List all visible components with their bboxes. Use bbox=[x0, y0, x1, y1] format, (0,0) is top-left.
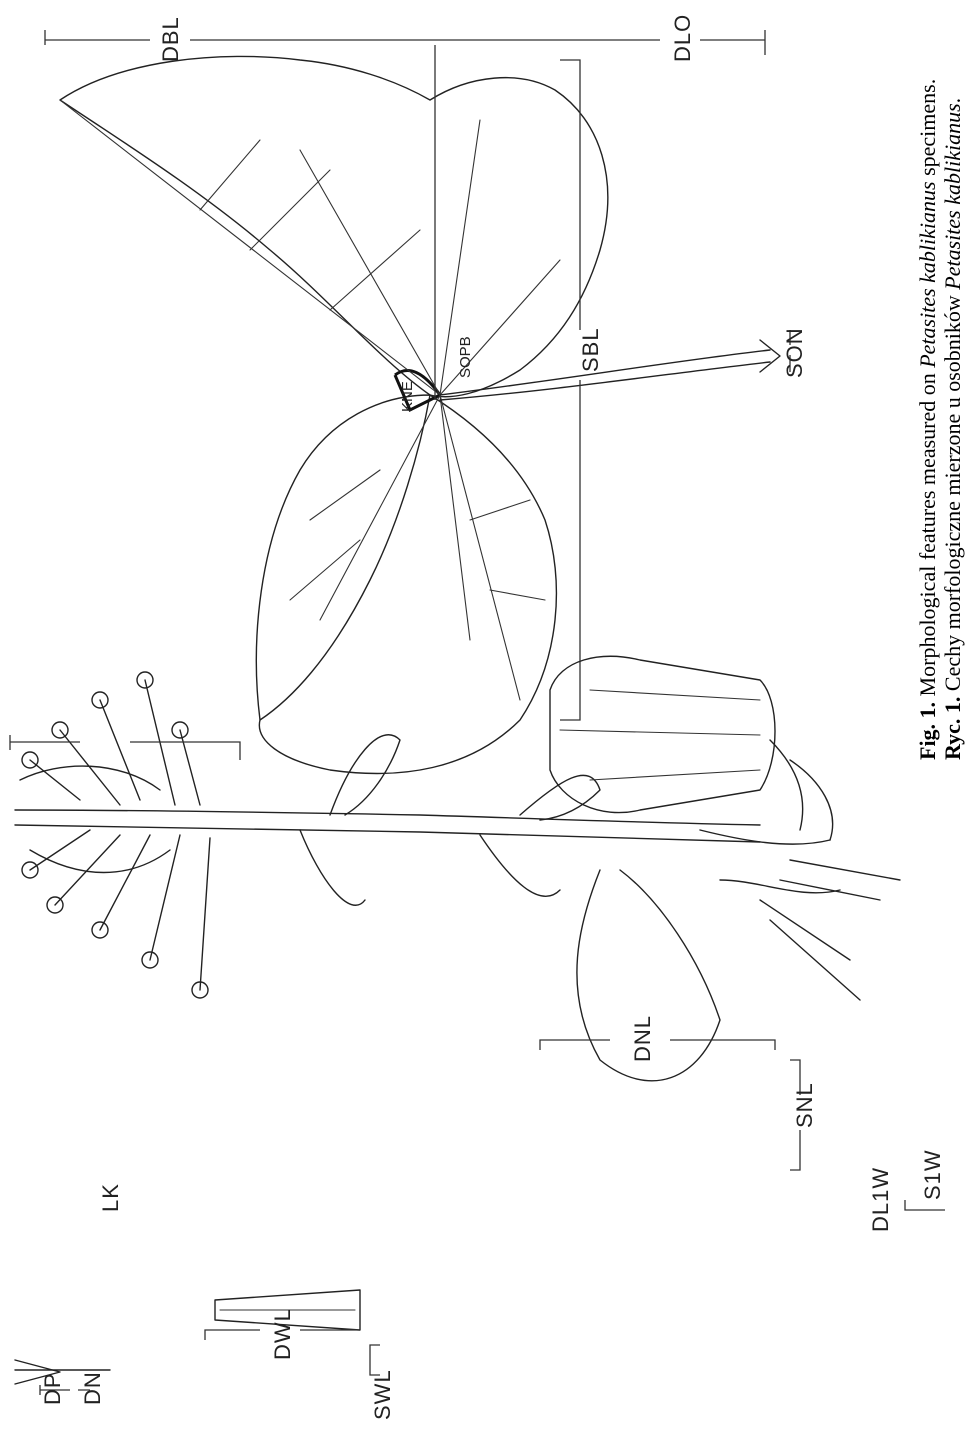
caption-en-species: Petasites kablikianus bbox=[915, 181, 940, 368]
label-dp: DP bbox=[40, 1372, 65, 1405]
caption-en-label: Fig. 1. bbox=[915, 702, 940, 760]
caption-en-text: Morphological features measured on bbox=[915, 368, 940, 702]
label-snl: SNL bbox=[792, 1082, 817, 1128]
label-son: SON bbox=[782, 327, 807, 378]
label-dnl: DNL bbox=[630, 1015, 655, 1062]
label-dwl: DWL bbox=[270, 1308, 295, 1360]
caption-polish: Ryc. 1. Cechy morfologiczne mierzone u o… bbox=[940, 98, 965, 760]
label-dl1w: DL1W bbox=[868, 1167, 893, 1232]
label-sbl: SBL bbox=[578, 327, 603, 372]
label-kne: KNE bbox=[399, 381, 416, 412]
label-dbl: DBL bbox=[158, 16, 183, 62]
plant-drawing bbox=[10, 656, 945, 1395]
label-s1w: S1W bbox=[920, 1149, 945, 1200]
label-swl: SWL bbox=[370, 1369, 395, 1420]
leaf-drawing bbox=[45, 30, 790, 773]
caption-pl-label: Ryc. 1. bbox=[940, 697, 965, 760]
label-dn: DN bbox=[80, 1371, 105, 1405]
caption-en-tail: specimens. bbox=[915, 79, 940, 182]
caption-pl-tail: . bbox=[940, 98, 965, 104]
caption-pl-species: Petasites kablikianus bbox=[940, 103, 965, 290]
caption-english: Fig. 1. Morphological features measured … bbox=[915, 79, 940, 760]
label-dlo: DLO bbox=[670, 14, 695, 62]
label-lk: LK bbox=[98, 1183, 123, 1212]
caption-pl-text: Cechy morfologiczne mierzone u osobników bbox=[940, 290, 965, 697]
label-sopb: SOPB bbox=[457, 336, 474, 378]
